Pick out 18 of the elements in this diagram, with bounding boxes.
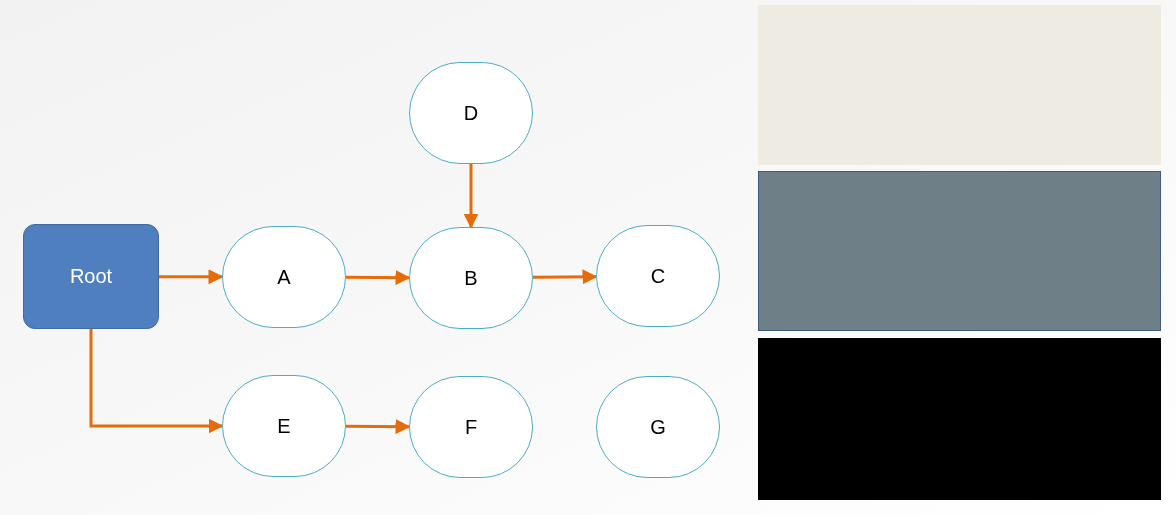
node-label: Root [69,264,113,289]
arrow [89,329,224,434]
node-label: B [464,265,478,291]
color-block [758,5,1161,165]
node-label: A [277,264,291,290]
arrow [346,270,411,286]
color-block [758,338,1161,500]
arrow [346,419,411,435]
node-label: E [277,413,291,439]
node-label: F [464,414,478,440]
node-label: D [463,100,479,126]
arrow [463,164,479,229]
arrow [532,269,598,285]
arrow [159,269,224,285]
color-block [758,171,1161,331]
node-label: C [650,263,666,289]
rounded-box [23,224,159,329]
node-label: G [650,414,666,440]
